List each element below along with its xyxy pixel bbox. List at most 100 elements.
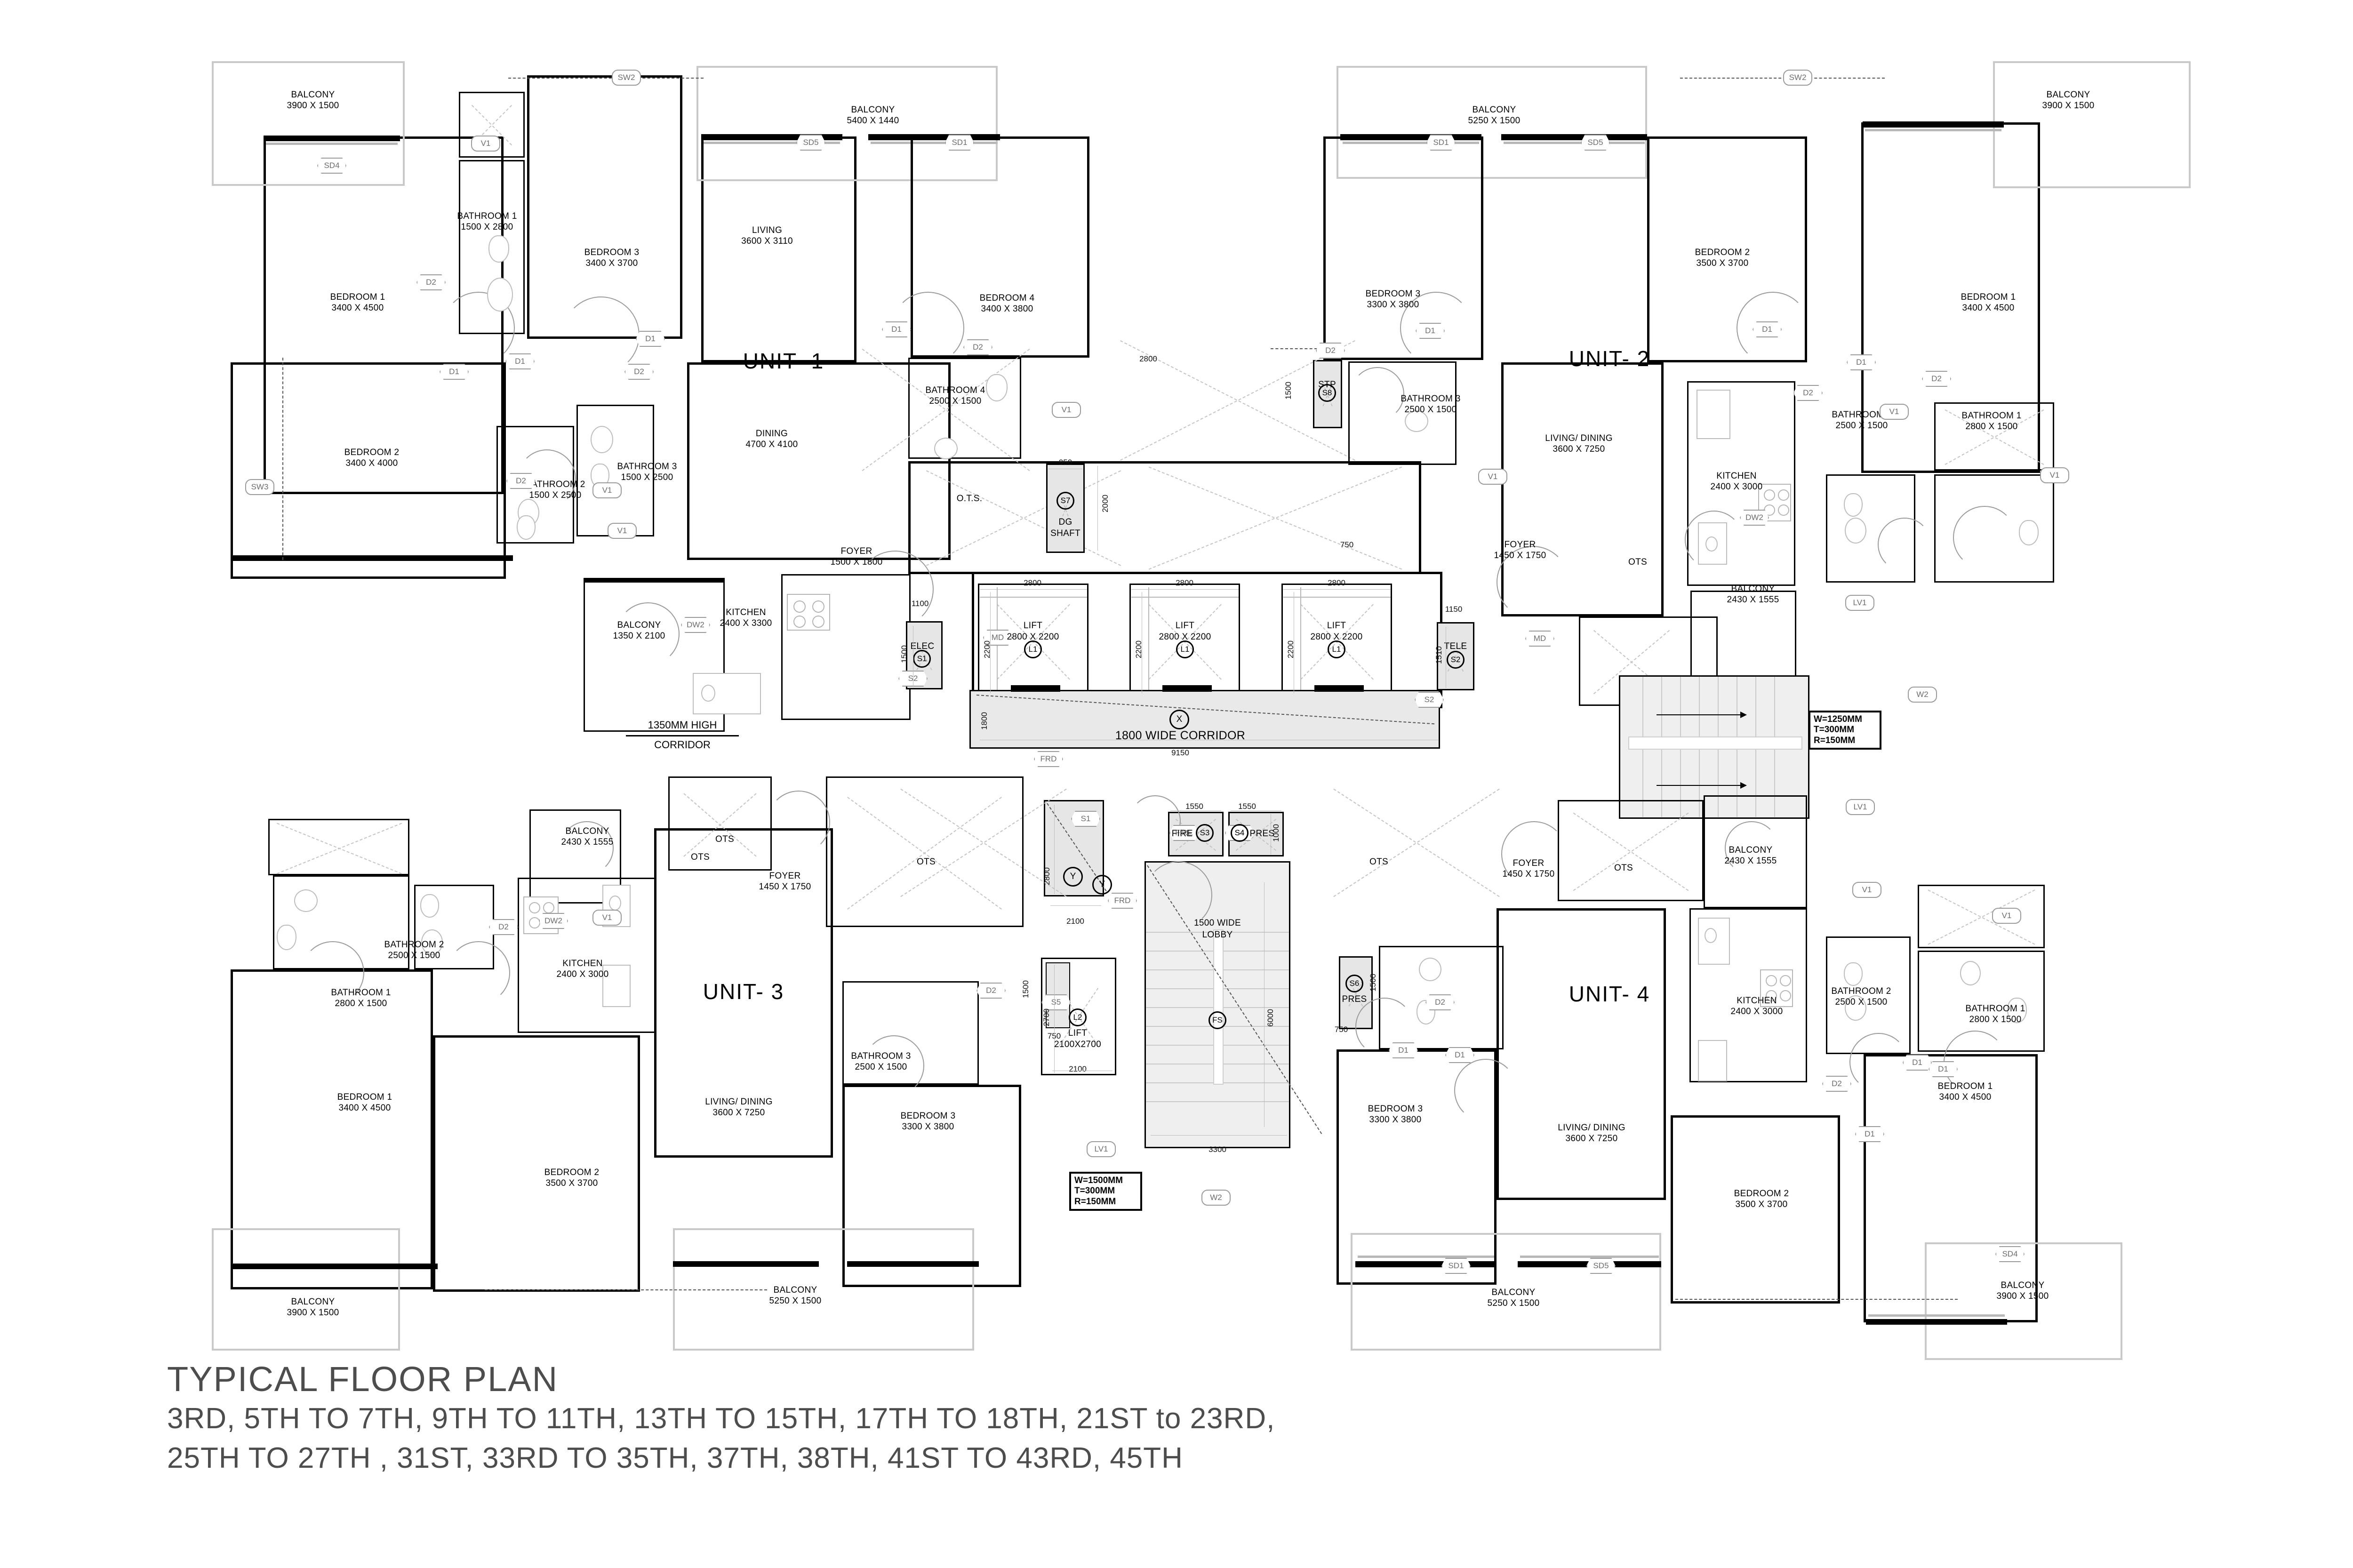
tag-hex-d2[interactable]: D2 bbox=[1922, 371, 1951, 387]
dimension-line bbox=[1170, 810, 1221, 811]
room-bedroom3-u3 bbox=[842, 1085, 1021, 1287]
tag-hex-d2[interactable]: D2 bbox=[489, 919, 518, 935]
tag-circle-s2[interactable]: S2 bbox=[1447, 651, 1465, 669]
tag-hex-d1[interactable]: D1 bbox=[440, 364, 469, 380]
tag-hex-s5[interactable]: S5 bbox=[1041, 994, 1071, 1010]
core-label: LIFT bbox=[1023, 621, 1043, 631]
tag-circle-x[interactable]: X bbox=[1169, 710, 1189, 729]
tag-hex-sd1[interactable]: SD1 bbox=[1441, 1258, 1471, 1274]
tag-pill-w2[interactable]: W2 bbox=[1908, 687, 1937, 703]
tag-hex-sd5[interactable]: SD5 bbox=[1581, 135, 1610, 151]
room-label-name: FOYER bbox=[769, 871, 801, 881]
tag-hex-d1[interactable]: D1 bbox=[882, 321, 911, 337]
tag-pill-v1[interactable]: V1 bbox=[1880, 404, 1909, 420]
tag-hex-fire[interactable]: FiRE bbox=[1169, 825, 1199, 841]
tag-pill-v1[interactable]: V1 bbox=[471, 136, 500, 152]
tag-circle-s4[interactable]: S4 bbox=[1231, 824, 1249, 842]
tag-hex-frd[interactable]: FRD bbox=[1108, 893, 1137, 909]
tag-pill-v1[interactable]: V1 bbox=[608, 523, 637, 539]
tag-hex-sd1[interactable]: SD1 bbox=[1426, 135, 1456, 151]
tag-hex-sd5[interactable]: SD5 bbox=[796, 135, 825, 151]
tag-hex-d1[interactable]: D1 bbox=[1855, 1126, 1884, 1142]
tag-hex-sd1[interactable]: SD1 bbox=[945, 135, 974, 151]
tag-pill-v1[interactable]: V1 bbox=[1052, 402, 1081, 418]
tag-hex-sd5[interactable]: SD5 bbox=[1586, 1258, 1616, 1274]
tag-circle-y[interactable]: Y bbox=[1063, 867, 1083, 887]
tag-pill-sw3[interactable]: SW3 bbox=[245, 479, 274, 495]
dimension-value: 750 bbox=[1340, 540, 1354, 549]
tag-pill-v1[interactable]: V1 bbox=[1478, 469, 1507, 485]
room-label-dimension: 3400 X 4000 bbox=[345, 458, 398, 469]
tag-hex-d1[interactable]: D1 bbox=[1445, 1047, 1474, 1063]
tag-circle-l1[interactable]: L1 bbox=[1024, 640, 1042, 658]
tag-hex-d2[interactable]: D2 bbox=[1425, 994, 1455, 1010]
room-label-name: BALCONY bbox=[2001, 1280, 2045, 1290]
tag-hex-d2[interactable]: D2 bbox=[624, 364, 654, 380]
tag-hex-dw2[interactable]: DW2 bbox=[681, 617, 710, 633]
tag-pill-w2[interactable]: W2 bbox=[1201, 1190, 1231, 1206]
room-label: OTS bbox=[1628, 557, 1647, 568]
tag-circle-s8[interactable]: S8 bbox=[1318, 384, 1336, 402]
tag-hex-s2[interactable]: S2 bbox=[1415, 692, 1444, 708]
tag-hex-d2[interactable]: D2 bbox=[976, 983, 1006, 999]
tag-hex-sd4[interactable]: SD4 bbox=[1995, 1246, 2025, 1262]
tag-hex-d1[interactable]: D1 bbox=[505, 353, 535, 369]
tag-hex-dw2[interactable]: DW2 bbox=[539, 913, 568, 929]
tag-circle-s7[interactable]: S7 bbox=[1056, 492, 1074, 510]
tag-circle-s1[interactable]: S1 bbox=[913, 650, 931, 668]
tag-hex-s1[interactable]: S1 bbox=[1071, 811, 1100, 827]
tag-hex-d1[interactable]: D1 bbox=[636, 331, 665, 347]
tag-pill-v1[interactable]: V1 bbox=[592, 910, 622, 926]
tag-hex-d1[interactable]: D1 bbox=[1416, 323, 1445, 339]
tag-pill-lv1[interactable]: LV1 bbox=[1087, 1141, 1116, 1157]
tag-circle-l2[interactable]: L2 bbox=[1069, 1008, 1087, 1026]
tag-pill-v1[interactable]: V1 bbox=[592, 482, 622, 498]
stair-note-center-r: R=150MM bbox=[1074, 1196, 1116, 1207]
tag-hex-md[interactable]: MD bbox=[1525, 631, 1554, 647]
tag-pill-v1[interactable]: V1 bbox=[2040, 467, 2069, 483]
tag-hex-frd[interactable]: FRD bbox=[1034, 751, 1063, 767]
dimension-value-vertical: 1500 bbox=[1021, 980, 1030, 998]
tag-circle-y[interactable]: Y bbox=[1092, 875, 1112, 895]
room-label-dimension: 2800 X 1500 bbox=[1965, 422, 2018, 432]
tag-pill-sw2[interactable]: SW2 bbox=[612, 70, 641, 86]
tag-hex-md[interactable]: MD bbox=[983, 630, 1012, 646]
tag-hex-d1[interactable]: D1 bbox=[1847, 354, 1876, 370]
tag-hex-d2[interactable]: D2 bbox=[1316, 343, 1345, 359]
room-label-name: BALCONY bbox=[1491, 1288, 1536, 1297]
dimension-value: 1550 bbox=[1238, 802, 1256, 811]
tag-hex-sd4[interactable]: SD4 bbox=[317, 158, 346, 174]
dimension-line bbox=[990, 592, 991, 693]
tag-pill-v1[interactable]: V1 bbox=[1992, 908, 2021, 924]
room-label-dimension: 5250 X 1500 bbox=[1468, 116, 1521, 126]
tag-hex-dw2[interactable]: DW2 bbox=[1740, 510, 1769, 526]
tag-hex-d1[interactable]: D1 bbox=[1753, 321, 1782, 337]
tag-hex-d2[interactable]: D2 bbox=[1822, 1076, 1851, 1092]
tag-hex-d2[interactable]: D2 bbox=[506, 473, 536, 489]
tag-hex-d2[interactable]: D2 bbox=[416, 274, 446, 290]
tag-hex-d2[interactable]: D2 bbox=[1793, 385, 1823, 401]
tag-circle-l1[interactable]: L1 bbox=[1176, 640, 1194, 658]
tag-circle-s3[interactable]: S3 bbox=[1196, 824, 1214, 842]
dimension-line bbox=[1131, 589, 1239, 590]
tag-pill-sw2[interactable]: SW2 bbox=[1783, 70, 1812, 86]
room-label-dimension: 3300 X 3800 bbox=[1369, 1115, 1422, 1125]
tag-pill-lv1[interactable]: LV1 bbox=[1845, 595, 1874, 611]
room-label: OTS bbox=[917, 856, 936, 867]
tag-hex-d2[interactable]: D2 bbox=[963, 339, 992, 355]
tag-circle-l1[interactable]: L1 bbox=[1328, 640, 1345, 658]
room-bathroom3-u2 bbox=[1348, 361, 1457, 465]
stair-note-center-w: W=1500MM bbox=[1074, 1176, 1123, 1185]
tag-pill-v1[interactable]: V1 bbox=[1852, 882, 1881, 898]
tag-circle-s6[interactable]: S6 bbox=[1345, 975, 1363, 992]
tag-hex-d1[interactable]: D1 bbox=[1389, 1042, 1418, 1058]
tag-circle-fs[interactable]: FS bbox=[1209, 1011, 1226, 1029]
tag-pill-lv1[interactable]: LV1 bbox=[1846, 799, 1875, 815]
tag-hex-d1[interactable]: D1 bbox=[1929, 1061, 1958, 1077]
tag-hex-d1[interactable]: D1 bbox=[1903, 1055, 1932, 1071]
